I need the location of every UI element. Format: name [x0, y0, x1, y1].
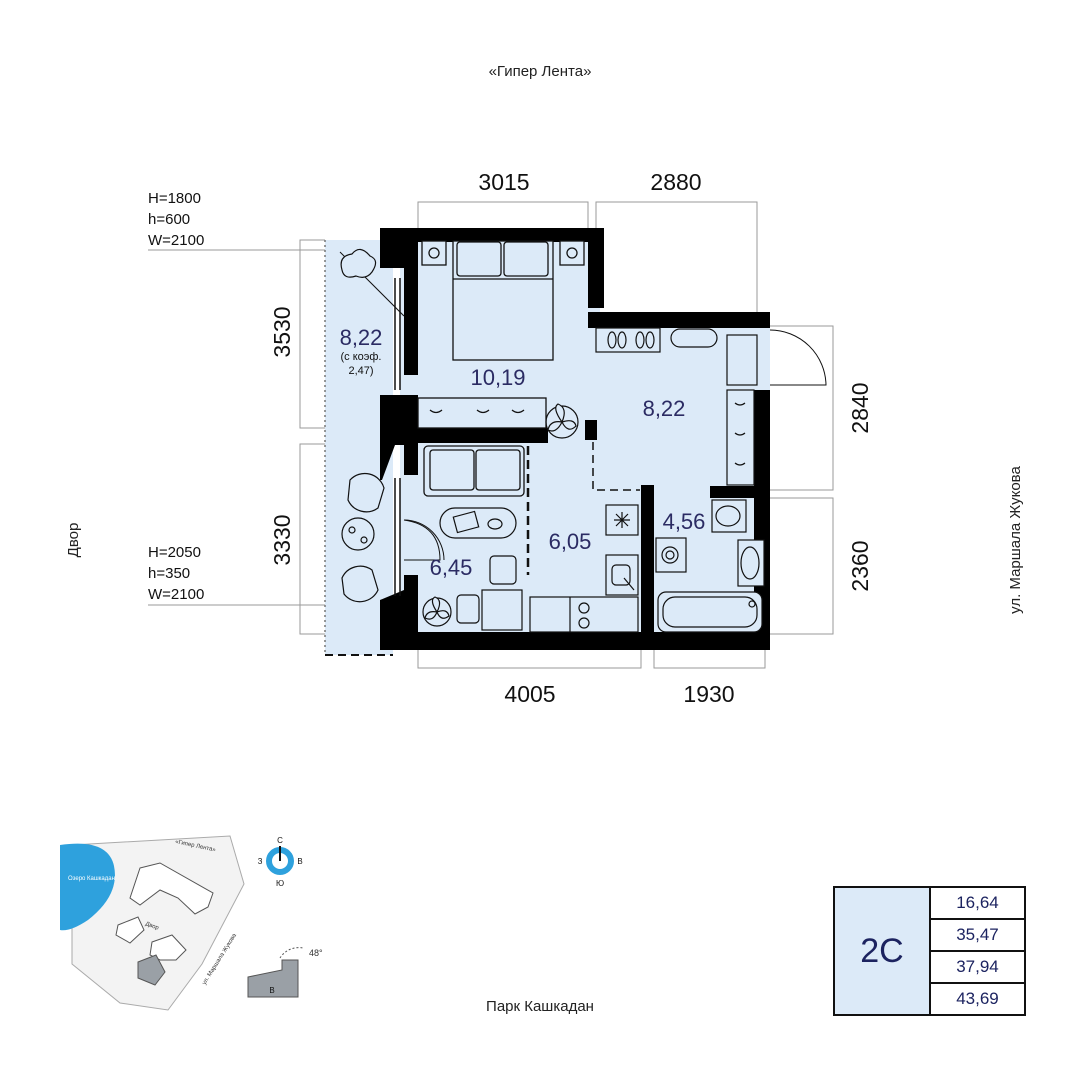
dim-right-2: 2360 [847, 540, 873, 591]
area-balcony: 8,22 [340, 325, 383, 350]
label-right-street: ул. Маршала Жукова [1007, 466, 1024, 614]
apartment-info-box: 2С 16,64 35,47 37,94 43,69 [833, 886, 1026, 1016]
balcony-coef-1: (с коэф. [341, 351, 382, 363]
svg-text:W=2100: W=2100 [148, 232, 204, 249]
site-map: Озеро Кашкадан «Гипер Лента» Двор ул. Ма… [60, 835, 323, 1011]
area-value-full: 43,69 [956, 989, 999, 1008]
map-angle: 48° [309, 948, 323, 958]
walls [380, 228, 770, 650]
lake [60, 843, 115, 931]
area-kitchen: 6,05 [549, 529, 592, 554]
balcony-edges [324, 240, 393, 656]
window-spec-lower: H=2050 h=350 W=2100 [148, 544, 204, 603]
svg-text:h=350: h=350 [148, 565, 190, 582]
area-value-living: 16,64 [931, 888, 1024, 920]
kitchen-set [529, 504, 639, 633]
area-value-with-balcony: 37,94 [931, 952, 1024, 984]
window-spec-upper: H=1800 h=600 W=2100 [148, 190, 204, 249]
dim-right-1: 2840 [847, 382, 873, 433]
coffee-table [439, 507, 517, 539]
svg-text:H=2050: H=2050 [148, 544, 201, 561]
shoe-rack [595, 327, 758, 486]
balcony-coef-2: 2,47) [348, 365, 373, 377]
label-left-yard: Двор [65, 523, 82, 558]
balcony-furniture [340, 248, 385, 603]
label-top-hyper-lenta: «Гипер Лента» [489, 63, 592, 80]
bed [421, 240, 585, 361]
sofa [423, 445, 525, 497]
svg-text:З: З [258, 857, 263, 866]
map-yard-label: Двор [144, 921, 160, 932]
svg-text:h=600: h=600 [148, 211, 190, 228]
interior-lines [339, 251, 827, 596]
door-swings [403, 519, 445, 561]
area-bathroom: 4,56 [663, 509, 706, 534]
area-values: 16,64 35,47 37,94 43,69 [931, 888, 1024, 1014]
dining-set [422, 555, 523, 631]
svg-text:Ю: Ю [276, 879, 284, 888]
wardrobe-bedroom [417, 397, 547, 429]
area-value-total: 35,47 [931, 920, 1024, 952]
dim-top-2: 2880 [650, 169, 701, 195]
svg-text:H=1800: H=1800 [148, 190, 201, 207]
plant-bedroom [545, 403, 579, 439]
dim-bottom-1: 4005 [504, 681, 555, 707]
area-bedroom: 10,19 [470, 365, 525, 390]
svg-text:С: С [277, 836, 283, 845]
map-lake-label: Озеро Кашкадан [68, 876, 115, 882]
dim-left-2: 3330 [269, 514, 295, 565]
map-section-label: В [269, 986, 274, 995]
apartment-type: 2С [835, 888, 931, 1014]
label-bottom-park: Парк Кашкадан [486, 998, 594, 1015]
svg-text:В: В [297, 857, 302, 866]
dim-top-1: 3015 [478, 169, 529, 195]
svg-text:W=2100: W=2100 [148, 586, 204, 603]
area-hall: 8,22 [643, 396, 686, 421]
compass-icon: С Ю З В [258, 836, 303, 888]
dim-bottom-2: 1930 [683, 681, 734, 707]
dim-left-1: 3530 [269, 306, 295, 357]
area-living: 6,45 [430, 555, 473, 580]
bathroom-fixtures [655, 499, 765, 633]
